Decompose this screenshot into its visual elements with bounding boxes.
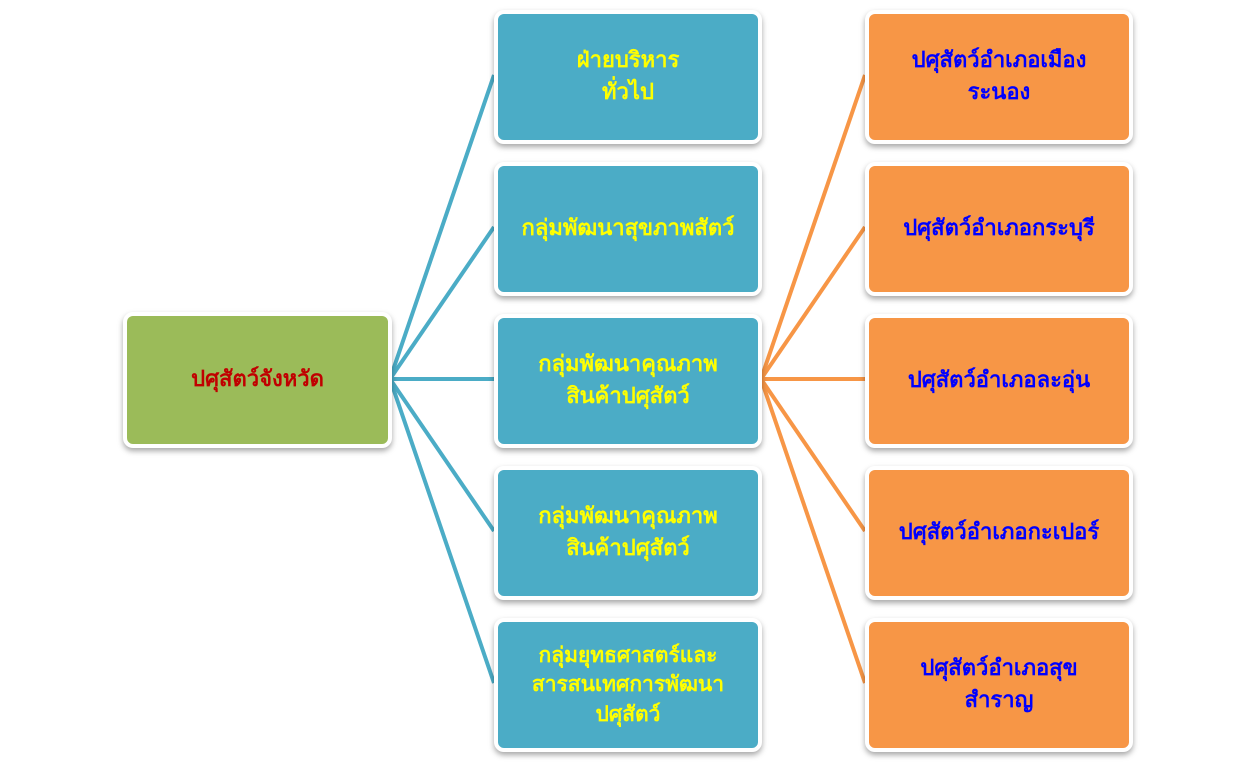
dept-5-line-3: ปศุสัตว์ [595,701,661,726]
dept-3-line-1: กลุ่มพัฒนาคุณภาพ [538,352,718,378]
dept-4-line-1: กลุ่มพัฒนาคุณภาพ [538,504,718,530]
connector-root-dept-1 [388,74,496,380]
connector-dept-district-2 [759,225,867,381]
district-node-kapoe: ปศุสัตว์อำเภอกะเปอร์ [865,466,1133,600]
district-node-suk-samran: ปศุสัตว์อำเภอสุข สำราญ [865,618,1133,752]
dept-node-strategy-information: กลุ่มยุทธศาสตร์และ สารสนเทศการพัฒนา ปศุส… [494,618,762,752]
district-node-mueang-ranong: ปศุสัตว์อำเภอเมือง ระนอง [865,10,1133,144]
district-1-line-1: ปศุสัตว์อำเภอเมือง [911,48,1087,74]
district-node-la-un: ปศุสัตว์อำเภอละอุ่น [865,314,1133,448]
dept-2-line-1: กลุ่มพัฒนาสุขภาพสัตว์ [521,216,735,242]
dept-1-line-1: ฝ่ายบริหาร [576,48,680,74]
connector-dept-district-1 [759,74,867,380]
district-3-line-1: ปศุสัตว์อำเภอละอุ่น [907,368,1091,394]
district-2-line-1: ปศุสัตว์อำเภอกระบุรี [903,216,1095,242]
district-node-kra-buri: ปศุสัตว์อำเภอกระบุรี [865,162,1133,296]
dept-node-product-quality-a: กลุ่มพัฒนาคุณภาพ สินค้าปศุสัตว์ [494,314,762,448]
root-label: ปศุสัตว์จังหวัด [191,367,324,393]
dept-node-product-quality-b: กลุ่มพัฒนาคุณภาพ สินค้าปศุสัตว์ [494,466,762,600]
dept-node-animal-health: กลุ่มพัฒนาสุขภาพสัตว์ [494,162,762,296]
dept-3-line-2: สินค้าปศุสัตว์ [566,384,690,409]
connector-root-dept-2 [388,225,496,381]
dept-node-general-administration: ฝ่ายบริหาร ทั่วไป [494,10,762,144]
district-5-line-1: ปศุสัตว์อำเภอสุข [920,656,1078,682]
connector-dept-district-5 [759,378,867,684]
district-4-line-1: ปศุสัตว์อำเภอกะเปอร์ [898,520,1100,546]
dept-5-line-2: สารสนเทศการพัฒนา [531,672,725,697]
dept-5-line-1: กลุ่มยุทธศาสตร์และ [538,642,718,667]
district-5-line-2: สำราญ [964,688,1034,713]
connector-dept-district-4 [759,377,867,533]
dept-1-line-2: ทั่วไป [602,80,654,105]
dept-4-line-2: สินค้าปศุสัตว์ [566,536,690,561]
connector-root-dept-5 [388,378,496,684]
district-1-line-2: ระนอง [967,80,1031,105]
connector-root-dept-4 [388,377,496,533]
root-node-provincial-livestock-office: ปศุสัตว์จังหวัด [123,312,392,448]
